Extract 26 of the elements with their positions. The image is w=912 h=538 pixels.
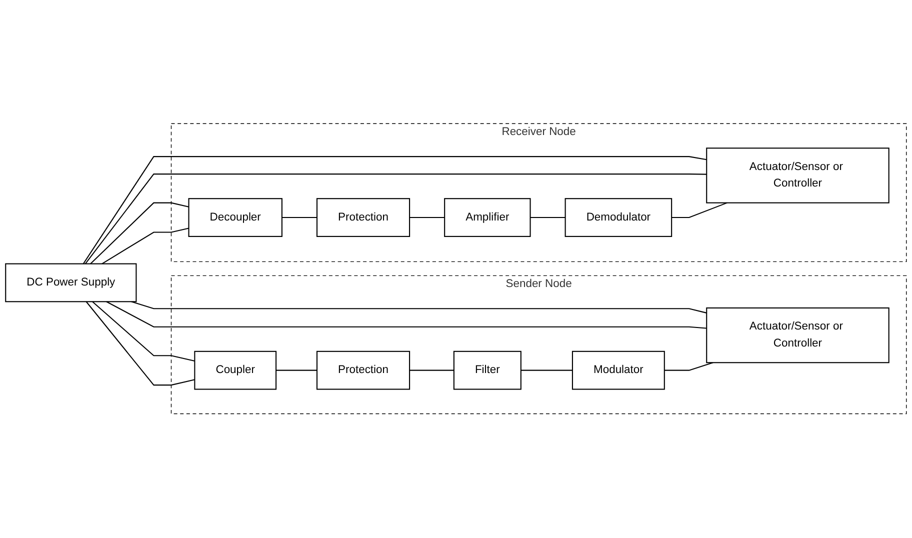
- connector: [530, 217, 566, 218]
- connector: [410, 370, 454, 372]
- connector: [664, 362, 714, 372]
- connector: [106, 301, 707, 330]
- node-box: Actuator/Sensor or Controller: [706, 308, 890, 364]
- connector: [86, 302, 195, 386]
- node-box: Modulator: [572, 351, 665, 390]
- node-box: DC Power Supply: [5, 264, 137, 302]
- connector: [276, 370, 317, 372]
- connector: [90, 202, 189, 264]
- node-box: Amplifier: [444, 198, 531, 238]
- connector: [520, 370, 572, 372]
- node-box: Decoupler: [188, 198, 282, 238]
- connector: [84, 174, 707, 264]
- node-box: Protection: [316, 198, 410, 238]
- connector: [131, 301, 707, 314]
- node-box: Protection: [316, 351, 410, 390]
- connector: [282, 217, 317, 218]
- node-box: Actuator/Sensor or Controller: [706, 148, 890, 204]
- connector: [102, 228, 189, 265]
- connector: [410, 217, 445, 218]
- connector: [82, 156, 707, 264]
- node-box: Coupler: [194, 351, 277, 390]
- node-box: Demodulator: [564, 198, 672, 238]
- node-box: Filter: [453, 351, 522, 390]
- connector: [92, 302, 195, 362]
